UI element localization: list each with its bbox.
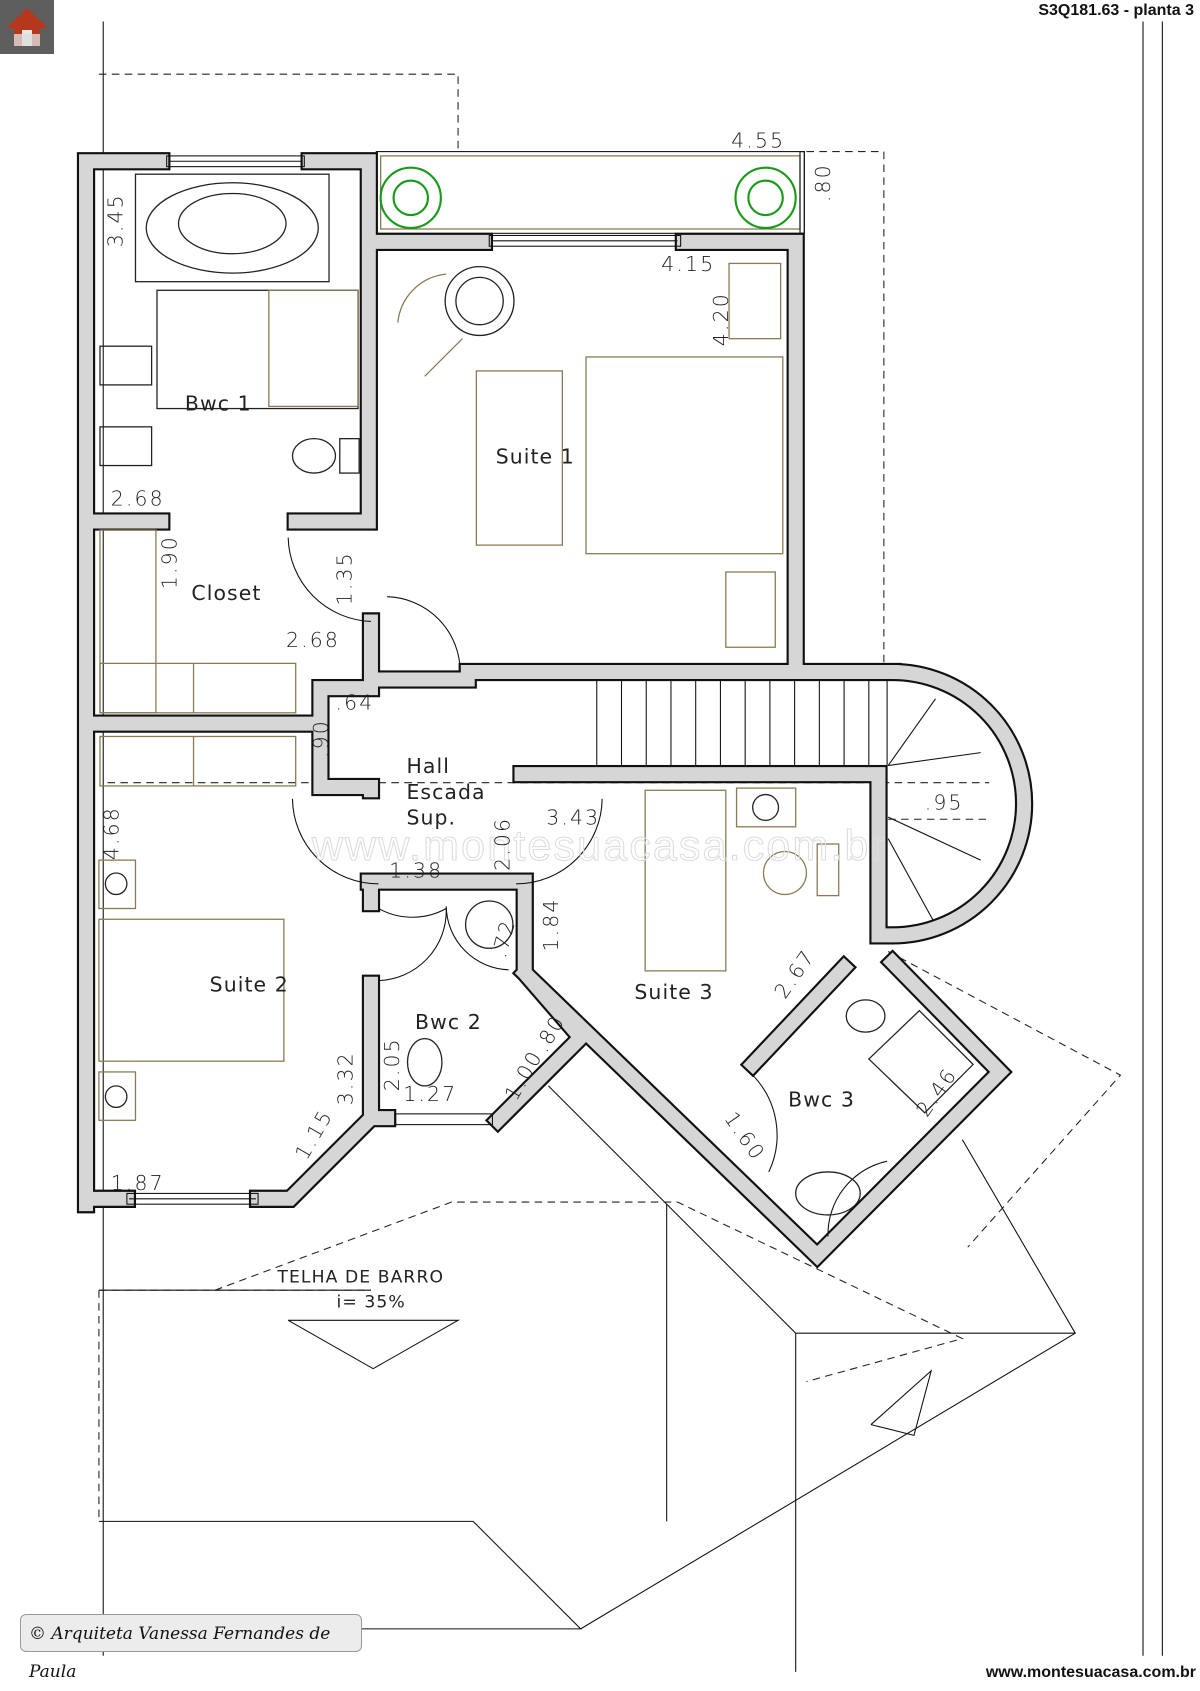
dim-label: .80 <box>811 163 835 202</box>
room-suite2: Suite 2 <box>210 972 289 996</box>
roof-slope-label: i= 35% <box>337 1292 406 1312</box>
dim-label: 3.32 <box>334 1051 358 1105</box>
toilet <box>845 999 886 1033</box>
furniture <box>98 173 975 1216</box>
dim-label: 4.68 <box>99 806 123 860</box>
dim-label: 1.27 <box>403 1082 457 1106</box>
dim-label: .64 <box>335 691 374 715</box>
dim-label: .90 <box>309 719 333 758</box>
plant-icon <box>379 166 442 230</box>
room-closet: Closet <box>191 581 261 605</box>
room-bwc1: Bwc 1 <box>185 392 252 416</box>
room-bwc3: Bwc 3 <box>788 1087 855 1111</box>
house-logo-icon[interactable] <box>0 0 54 54</box>
walls <box>76 152 1034 1269</box>
roof-material-label: TELHA DE BARRO <box>276 1268 444 1288</box>
bathtub <box>134 173 330 283</box>
bed <box>644 789 727 972</box>
lot-lines <box>98 21 1163 1656</box>
watermark: www.montesuacasa.com.br <box>311 822 887 870</box>
dim-label: .72 <box>487 917 520 961</box>
sink <box>795 1171 861 1216</box>
plant-icon <box>734 166 797 230</box>
sink <box>464 900 514 949</box>
dim-label: 2.68 <box>286 628 340 652</box>
balcony <box>375 151 805 234</box>
toilet <box>406 1037 443 1087</box>
sink <box>99 345 153 386</box>
dim-label: 1.35 <box>333 551 357 605</box>
toilet <box>291 438 337 474</box>
dim-label: 3.45 <box>104 193 128 247</box>
dim-label: 1.38 <box>389 858 443 882</box>
website-link[interactable]: www.montesuacasa.com.br <box>985 1664 1196 1681</box>
room-hall-line1: Hall <box>406 754 450 778</box>
doors <box>287 537 888 1237</box>
architect-credit: © Arquiteta Vanessa Fernandes de Paula <box>20 1614 362 1682</box>
armchair <box>444 265 515 337</box>
dim-label: 2.68 <box>111 486 165 510</box>
room-hall-line2: Escada <box>406 780 485 804</box>
rug <box>475 370 564 546</box>
room-suite1: Suite 1 <box>496 444 575 468</box>
dim-label: 4.55 <box>731 128 785 152</box>
room-suite3: Suite 3 <box>634 980 713 1004</box>
dim-label: 2.06 <box>491 817 515 871</box>
dim-label: 3.43 <box>546 806 600 830</box>
dimensions: 4.55 .80 3.45 4.15 4.20 2.68 1.90 1.35 2… <box>99 128 964 1195</box>
sink <box>99 426 153 467</box>
plan-code: S3Q181.63 - planta 3 <box>1038 2 1194 19</box>
dim-label: 1.87 <box>111 1171 165 1195</box>
dim-label: 1.90 <box>157 535 181 589</box>
dim-label: 2.05 <box>380 1037 404 1091</box>
room-labels: Bwc 1 Suite 1 Closet Hall Escada Sup. Su… <box>185 392 855 1112</box>
dim-label: 1.84 <box>539 897 563 951</box>
bed <box>98 918 285 1062</box>
bed <box>585 356 784 555</box>
closet-shelf <box>99 529 157 714</box>
room-hall-line3: Sup. <box>406 806 456 830</box>
dim-label: 4.20 <box>709 292 733 346</box>
dim-label: 4.15 <box>661 252 715 276</box>
dim-label: .95 <box>925 791 964 815</box>
room-bwc2: Bwc 2 <box>415 1010 482 1034</box>
